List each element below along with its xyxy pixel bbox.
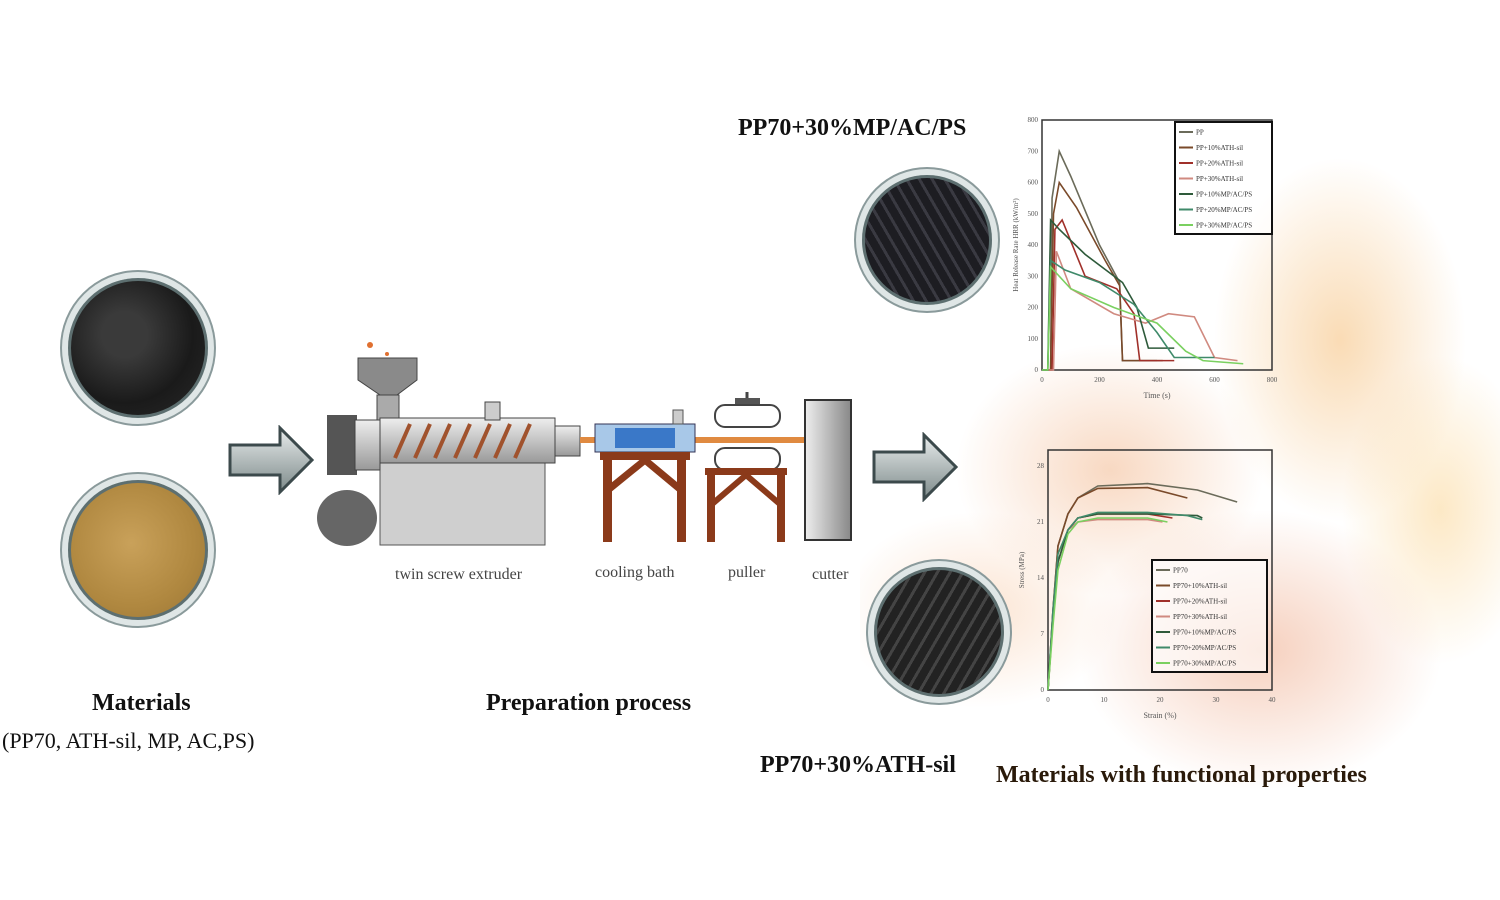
- series-line: [1047, 511, 1203, 691]
- legend-entry: PP70+10%MP/AC/PS: [1173, 629, 1236, 637]
- sample-top-label: PP70+30%MP/AC/PS: [738, 115, 967, 141]
- y-tick-label: 700: [1028, 147, 1039, 155]
- legend-entry: PP70+30%ATH-sil: [1173, 613, 1227, 621]
- step-label: cutter: [812, 566, 849, 583]
- legend-entry: PP+30%MP/AC/PS: [1196, 222, 1252, 230]
- series-line: [1042, 217, 1175, 371]
- plot-frame: [1041, 119, 1273, 371]
- arrow-right-icon: [872, 432, 958, 502]
- x-tick-label: 20: [1157, 696, 1165, 704]
- materials-subtitle: (PP70, ATH-sil, MP, AC,PS): [2, 728, 255, 753]
- product-bowl-top: [862, 175, 992, 305]
- legend-entry: PP+20%MP/AC/PS: [1196, 206, 1252, 214]
- series-line: [1042, 264, 1244, 371]
- y-tick-label: 800: [1028, 116, 1039, 124]
- legend-entry: PP70+30%MP/AC/PS: [1173, 660, 1236, 668]
- y-tick-label: 400: [1028, 241, 1039, 249]
- y-tick-label: 100: [1028, 335, 1039, 343]
- y-tick-label: 14: [1037, 574, 1045, 582]
- legend-entry: PP+10%ATH-sil: [1196, 144, 1243, 152]
- step-label: puller: [728, 564, 766, 581]
- cooling-bath: [594, 409, 696, 542]
- powder-bowl: [68, 480, 208, 620]
- arrow-right-icon: [228, 425, 314, 495]
- step-label: cooling bath: [595, 564, 675, 581]
- x-axis-label: Strain (%): [1143, 711, 1176, 720]
- product-bowl-bottom: [874, 567, 1004, 697]
- y-tick-label: 300: [1028, 272, 1039, 280]
- materials-title: Materials: [92, 690, 191, 716]
- legend-entry: PP: [1196, 129, 1204, 137]
- y-tick-label: 28: [1037, 462, 1045, 470]
- legend-entry: PP+20%ATH-sil: [1196, 160, 1243, 168]
- x-tick-label: 200: [1094, 376, 1105, 384]
- products-title: Materials with functional properties: [996, 762, 1367, 788]
- series-line: [1042, 250, 1238, 371]
- x-tick-label: 30: [1213, 696, 1221, 704]
- y-tick-label: 21: [1037, 518, 1045, 526]
- puller: [705, 392, 787, 542]
- x-tick-label: 0: [1046, 696, 1050, 704]
- x-tick-label: 0: [1040, 376, 1044, 384]
- step-label: twin screw extruder: [395, 566, 523, 583]
- x-axis-label: Time (s): [1143, 391, 1170, 400]
- legend-entry: PP70+10%ATH-sil: [1173, 582, 1227, 590]
- legend-entry: PP+10%MP/AC/PS: [1196, 191, 1252, 199]
- y-tick-label: 200: [1028, 304, 1039, 312]
- legend-entry: PP70: [1173, 567, 1188, 575]
- y-tick-label: 0: [1041, 686, 1045, 694]
- y-tick-label: 7: [1041, 630, 1045, 638]
- y-axis-label: Stress (MPa): [1018, 551, 1026, 588]
- x-tick-label: 40: [1269, 696, 1277, 704]
- legend-entry: PP70+20%MP/AC/PS: [1173, 644, 1236, 652]
- plot-frame: [1047, 449, 1273, 691]
- x-tick-label: 400: [1152, 376, 1163, 384]
- extrusion-line-illustration: [317, 342, 852, 546]
- series-line: [1047, 517, 1168, 691]
- y-axis-label: Heat Release Rate HRR (kW/m²): [1012, 198, 1020, 292]
- legend-entry: PP70+20%ATH-sil: [1173, 598, 1227, 606]
- y-tick-label: 500: [1028, 210, 1039, 218]
- pellets-bowl: [68, 278, 208, 418]
- x-tick-label: 10: [1101, 696, 1109, 704]
- y-tick-label: 600: [1028, 179, 1039, 187]
- twin-screw-extruder: [317, 342, 581, 546]
- x-tick-label: 800: [1267, 376, 1278, 384]
- sample-bottom-label: PP70+30%ATH-sil: [760, 752, 956, 778]
- y-tick-label: 0: [1035, 366, 1039, 374]
- x-tick-label: 600: [1209, 376, 1220, 384]
- legend-entry: PP+30%ATH-sil: [1196, 175, 1243, 183]
- series-line: [1042, 180, 1163, 371]
- process-title: Preparation process: [486, 690, 692, 716]
- hrr-chart: 0 200 400 600 800 0 100 200 300 400 500 600 700 800Ti…: [1012, 116, 1278, 400]
- cutter: [804, 399, 852, 541]
- series-line: [1042, 218, 1175, 371]
- legend-box: [1151, 559, 1268, 673]
